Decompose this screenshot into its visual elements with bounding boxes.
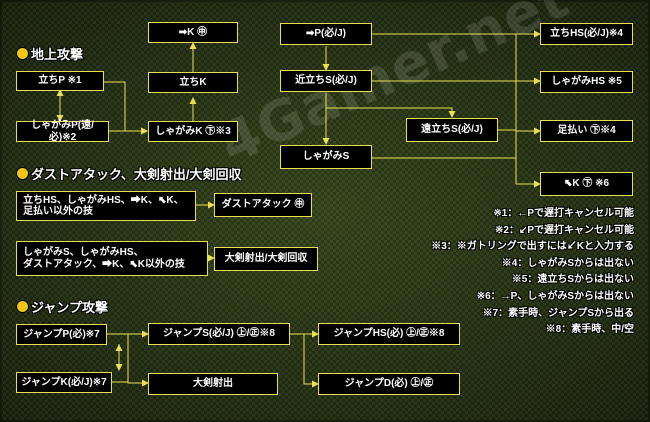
- node-stand-p: 立ちP ※1: [16, 71, 104, 91]
- footnote: ※7：素手時、ジャンプSから出る: [482, 307, 634, 319]
- footnote: ※5：遠立ちSからは出ない: [511, 274, 634, 286]
- node-sweep: 足払い ㊦※4: [540, 120, 633, 142]
- footnote: ※3：※ガトリングで出すには↙Kと入力する: [431, 241, 634, 253]
- footnotes: ※1：←Pで遅打キャンセル可能 ※2：↙Pで遅打キャンセル可能 ※3：※ガトリン…: [384, 206, 634, 339]
- node-jump-d: ジャンプD(必) ㊤/㊣: [318, 373, 460, 395]
- footnote: ※6：→P、しゃがみSからは出ない: [476, 290, 634, 302]
- node-dust-attack: ダストアタック ㊥: [214, 193, 312, 217]
- node-jump-s: ジャンプS(必/J) ㊤/㊣※8: [148, 323, 290, 345]
- bullet-dot-icon: [17, 301, 28, 312]
- wire-close-to-far: [326, 107, 456, 118]
- node-upforward-k: ⬉K ㊦ ※6: [540, 172, 633, 196]
- node-close-stand-s: 近立ちS(必/J): [280, 70, 372, 92]
- node-far-stand-s: 遠立ちS(必/J): [406, 118, 498, 142]
- wire-js-to-jd: [303, 334, 319, 388]
- wire-jk-to-js: [112, 330, 149, 383]
- node-jump-p: ジャンプP(必)※7: [16, 324, 107, 345]
- node-jump-k: ジャンプK(必/J)※7: [16, 372, 112, 393]
- node-crouch-s: しゃがみS: [280, 145, 372, 169]
- node-crouch-k: しゃがみK ㊦※3: [148, 121, 238, 142]
- node-crouch-p: しゃがみP(遠/必)※2: [16, 120, 109, 143]
- node-forward-p: ➡P(必/J): [280, 23, 372, 45]
- wire-standp-to-crouchk: [104, 81, 148, 135]
- node-jump-hs: ジャンプHS(必) ㊤/㊣※8: [318, 323, 460, 345]
- node-sword-fire-retrieve: 大剣射出/大剣回収: [214, 247, 318, 271]
- node-sword-source-moves: しゃがみS、しゃがみHS、 ダストアタック、➡K、⬉K以外の技: [16, 241, 208, 276]
- bullet-dot-icon: [17, 48, 28, 59]
- heading-dust-sword: ダストアタック、大剣射出/大剣回収: [17, 164, 241, 183]
- heading-ground-attacks: 地上攻撃: [17, 44, 83, 63]
- node-stand-hs: 立ちHS(必/J)※4: [540, 23, 633, 45]
- bullet-dot-icon: [17, 168, 28, 179]
- node-forward-k: ➡K ㊥: [148, 22, 238, 43]
- node-stand-k: 立ちK: [148, 72, 238, 93]
- node-dust-source-moves: 立ちHS、しゃがみHS、➡K、⬉K、 足払い以外の技: [16, 191, 196, 221]
- footnote: ※8：素手時、中/空: [545, 324, 634, 336]
- footnote: ※1：←Pで遅打キャンセル可能: [493, 208, 634, 219]
- footnote: ※4：しゃがみSからは出ない: [501, 257, 634, 269]
- node-sword-fire: 大剣射出: [148, 373, 278, 395]
- node-crouch-hs: しゃがみHS ※5: [540, 71, 633, 93]
- footnote: ※2：↙Pで遅打キャンセル可能: [495, 224, 634, 236]
- heading-jump-attacks: ジャンプ攻撃: [17, 297, 108, 316]
